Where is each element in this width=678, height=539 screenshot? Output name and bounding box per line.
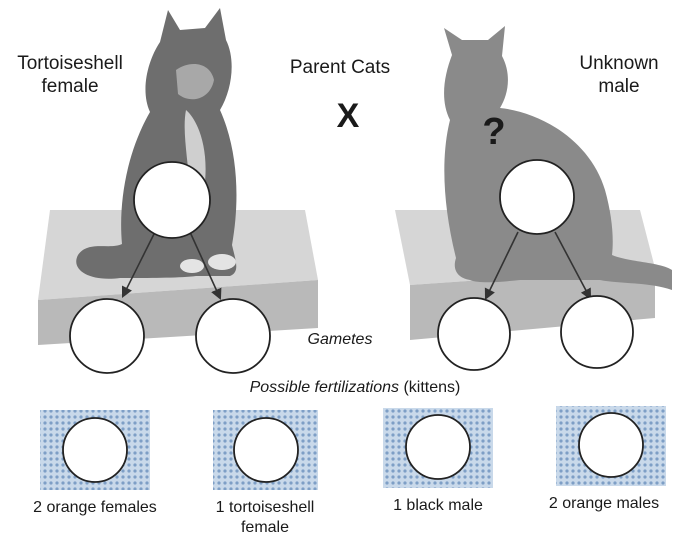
female-gamete-circle-1 [70, 299, 144, 373]
male-label-line1: Unknown [560, 52, 678, 75]
male-genotype-circle [500, 160, 574, 234]
male-gamete-circle-1 [438, 298, 510, 370]
kitten-caption-4-line1: 2 orange males [530, 494, 678, 514]
fertilizations-text: Possible fertilizations [250, 379, 399, 396]
kitten-caption-1-line1: 2 orange females [10, 498, 180, 518]
male-label-line2: male [560, 75, 678, 98]
fertilizations-label: Possible fertilizations (kittens) [200, 378, 510, 398]
kitten-box-3 [383, 408, 493, 488]
kitten-box-4 [556, 406, 666, 486]
kitten-caption-2-line1: 1 tortoiseshell [190, 498, 340, 518]
female-parent-label: Tortoiseshell female [0, 52, 140, 98]
parent-cats-title: Parent Cats [280, 56, 400, 79]
female-label-line1: Tortoiseshell [0, 52, 140, 75]
kitten-caption-2: 1 tortoiseshell female [190, 498, 340, 538]
male-parent-label: Unknown male [560, 52, 678, 98]
kitten-caption-3: 1 black male [368, 496, 508, 516]
kitten-box-2 [213, 410, 318, 490]
fertilizations-suffix: (kittens) [403, 379, 460, 396]
kitten-box-1 [40, 410, 150, 490]
female-label-line2: female [0, 75, 140, 98]
male-gamete-circle-2 [561, 296, 633, 368]
unknown-question-mark: ? [474, 110, 514, 154]
cross-symbol: X [328, 96, 368, 136]
kitten-caption-2-line2: female [190, 518, 340, 538]
kitten-caption-1: 2 orange females [10, 498, 180, 518]
kitten-caption-4: 2 orange males [530, 494, 678, 514]
female-gamete-circle-2 [196, 299, 270, 373]
female-genotype-circle [134, 162, 210, 238]
kitten-caption-3-line1: 1 black male [368, 496, 508, 516]
gametes-label: Gametes [290, 330, 390, 350]
